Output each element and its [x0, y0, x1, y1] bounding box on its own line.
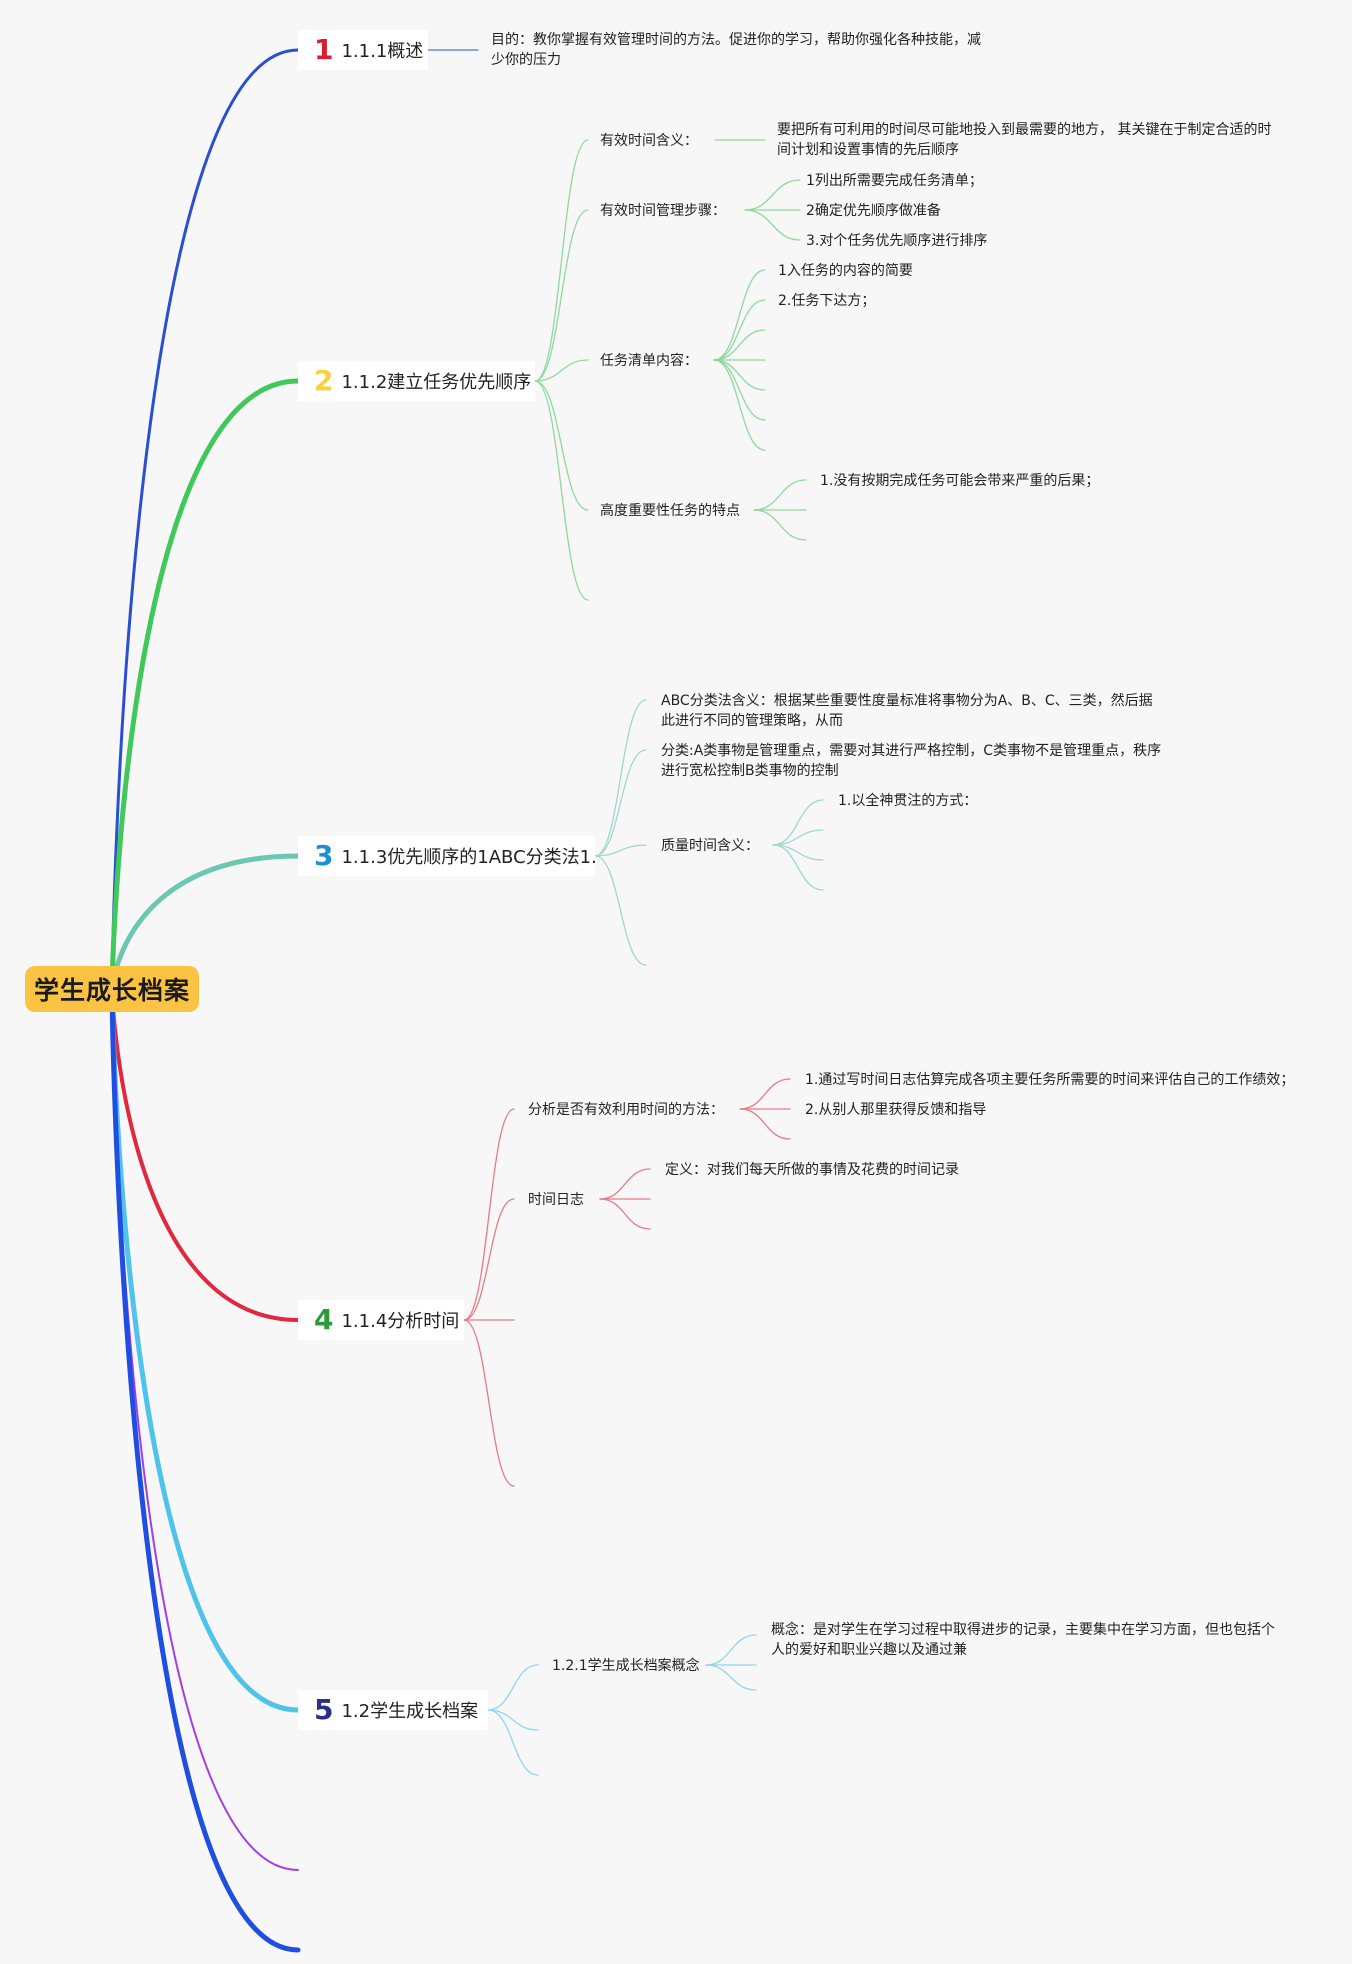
b2-importance-item-1[interactable]: 1.没有按期完成任务可能会带来严重的后果； [820, 473, 1100, 489]
b4-analysis-item-2[interactable]: 2.从别人那里获得反馈和指导 [805, 1102, 987, 1118]
b2-list-link-4 [713, 359, 766, 391]
branch-1-number: 1 [314, 33, 334, 66]
b2-importance-link-2 [753, 509, 807, 541]
b2-link-3 [534, 380, 589, 511]
branch-5-node[interactable]: 5 1.2学生成长档案 [298, 1690, 488, 1730]
b1-purpose[interactable]: 目的：教你掌握有效管理时间的方法。促进你的学习，帮助你强化各种技能，减少你的压力 [491, 32, 981, 68]
b2-meaning-label[interactable]: 有效时间含义： [600, 133, 698, 149]
b4-link-1 [463, 1198, 515, 1321]
b2-steps-link-2 [744, 209, 801, 241]
b2-link-4 [534, 380, 589, 601]
root-link-4 [110, 987, 300, 1322]
b2-list-link-0 [713, 269, 766, 361]
b4-analysis-label[interactable]: 分析是否有效利用时间的方法： [528, 1102, 724, 1118]
root-link-5 [109, 986, 301, 1713]
branch-5-label: 1.2学生成长档案 [341, 1701, 479, 1722]
b2-link-2 [534, 359, 589, 382]
b5-concept-link-2 [705, 1664, 757, 1691]
branch-2-node[interactable]: 2 1.1.2建立任务优先顺序 [298, 361, 535, 401]
root-link-7 [109, 986, 301, 1953]
b3-link-0 [594, 699, 647, 857]
b5-link-2 [487, 1709, 539, 1776]
branch-4-label: 1.1.4分析时间 [341, 1311, 460, 1332]
b4-link-3 [463, 1319, 515, 1487]
b2-importance-label[interactable]: 高度重要性任务的特点 [600, 503, 740, 519]
b3-quality-link-1 [772, 829, 824, 846]
b4-analysis-link-0 [739, 1078, 791, 1110]
b2-list-item-2[interactable]: 2.任务下达方； [778, 293, 876, 309]
b4-log-definition[interactable]: 定义：对我们每天所做的事情及花费的时间记录 [665, 1162, 959, 1178]
b2-meaning-text[interactable]: 要把所有可利用的时间尽可能地投入到最需要的地方， 其关键在于制定合适的时间计划和… [777, 122, 1272, 158]
branch-3-label: 1.1.3优先顺序的1ABC分类法1. [341, 847, 597, 868]
b3-abc-meaning[interactable]: ABC分类法含义：根据某些重要性度量标准将事物分为A、B、C、三类，然后据此进行… [661, 693, 1153, 729]
b2-list-link-5 [713, 359, 766, 421]
branch-3-number: 3 [314, 839, 334, 872]
branch-5-number: 5 [314, 1693, 334, 1726]
root-node[interactable]: 学生成长档案 [25, 966, 199, 1012]
b2-step-3[interactable]: 3.对个任务优先顺序进行排序 [806, 233, 988, 249]
b4-log-label[interactable]: 时间日志 [528, 1192, 584, 1208]
branch-2-label: 1.1.2建立任务优先顺序 [341, 372, 532, 393]
b2-link-0 [534, 139, 589, 382]
b3-quality-item-1[interactable]: 1.以全神贯注的方式： [838, 793, 978, 809]
b3-link-3 [594, 855, 647, 966]
b5-link-1 [487, 1709, 539, 1731]
b3-quality-link-0 [772, 799, 824, 846]
branch-4-node[interactable]: 4 1.1.4分析时间 [298, 1300, 464, 1340]
branch-3-node[interactable]: 3 1.1.3优先顺序的1ABC分类法1. [298, 836, 597, 876]
b2-list-link-1 [713, 299, 766, 361]
b2-list-link-6 [713, 359, 766, 451]
b3-link-1 [594, 749, 647, 857]
b2-step-1[interactable]: 1列出所需要完成任务清单； [806, 173, 983, 189]
branch-2-number: 2 [314, 364, 334, 397]
b5-concept-link-0 [705, 1634, 757, 1666]
root-link-6 [111, 988, 299, 1871]
b3-link-2 [594, 844, 647, 857]
b2-list-item-1[interactable]: 1入任务的内容的简要 [778, 263, 913, 279]
b3-quality-label[interactable]: 质量时间含义： [661, 838, 759, 854]
b2-importance-link-0 [753, 479, 807, 511]
branch-1-node[interactable]: 1 1.1.1概述 [298, 30, 428, 70]
b4-log-link-2 [599, 1198, 651, 1230]
b2-list-link-2 [713, 329, 766, 361]
b5-concept-text[interactable]: 概念：是对学生在学习过程中取得进步的记录，主要集中在学习方面，但也包括个人的爱好… [771, 1622, 1275, 1658]
b5-link-0 [487, 1664, 539, 1711]
b2-list-label[interactable]: 任务清单内容： [600, 353, 698, 369]
root-link-2 [109, 378, 301, 992]
b5-concept-label[interactable]: 1.2.1学生成长档案概念 [552, 1658, 700, 1674]
root-link-1 [110, 48, 300, 991]
b4-link-0 [463, 1108, 515, 1321]
b2-steps-link-0 [744, 179, 801, 211]
b4-analysis-item-1[interactable]: 1.通过写时间日志估算完成各项主要任务所需要的时间来评估自己的工作绩效； [805, 1072, 1295, 1088]
b2-step-2[interactable]: 2确定优先顺序做准备 [806, 203, 941, 219]
b3-classification[interactable]: 分类:A类事物是管理重点，需要对其进行严格控制，C类事物不是管理重点，秩序进行宽… [661, 743, 1162, 779]
b3-quality-link-3 [772, 844, 824, 891]
b4-log-link-0 [599, 1168, 651, 1200]
b4-analysis-link-2 [739, 1108, 791, 1140]
b2-steps-label[interactable]: 有效时间管理步骤： [600, 203, 726, 219]
branch-1-label: 1.1.1概述 [341, 41, 424, 62]
b2-link-1 [534, 209, 589, 382]
branch-4-number: 4 [314, 1303, 334, 1336]
